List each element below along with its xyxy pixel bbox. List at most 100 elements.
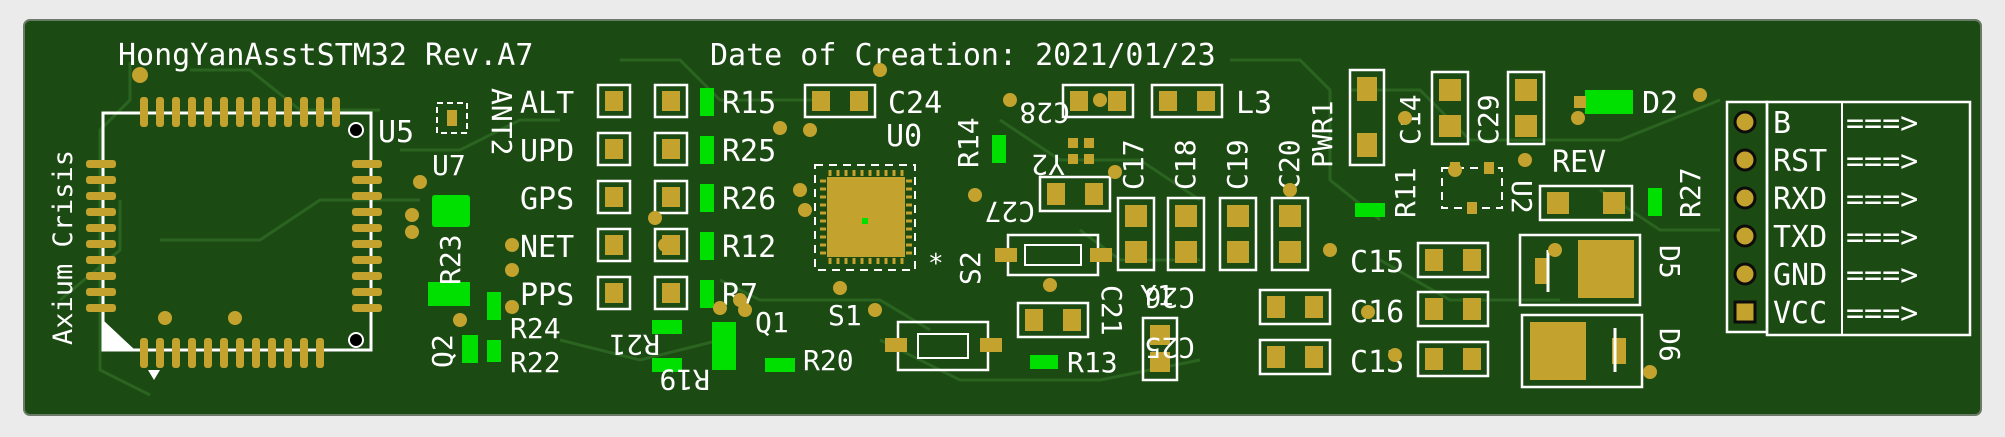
label-r15: R15	[722, 86, 776, 121]
pwr1-part	[1348, 68, 1386, 167]
label-l3: L3	[1236, 86, 1272, 121]
vias	[132, 63, 1707, 379]
label-u7: U7	[432, 149, 466, 182]
label-r24: R24	[510, 312, 561, 345]
pin-label-rst: RST	[1773, 144, 1827, 179]
label-c20: C20	[1273, 139, 1306, 190]
led-label-gps: GPS	[520, 182, 574, 217]
c29-part	[1506, 70, 1546, 146]
pin-arrow-vcc: ===>	[1846, 296, 1918, 331]
cap-column	[1116, 196, 1310, 272]
label-y2: Y2	[1031, 148, 1065, 181]
pin-arrow-txd: ===>	[1846, 220, 1918, 255]
pin-arrow-rst: ===>	[1846, 144, 1918, 179]
d2-part	[1585, 90, 1633, 114]
pin-label-vcc: VCC	[1773, 296, 1827, 331]
label-c26: C26	[1144, 281, 1195, 314]
pin-arrow-b: ===>	[1846, 106, 1918, 141]
led-label-upd: UPD	[520, 134, 574, 169]
c15-part	[1416, 241, 1490, 279]
label-c29: C29	[1472, 94, 1505, 145]
label-y1: Y1	[1140, 279, 1174, 312]
label-c19: C19	[1221, 139, 1254, 190]
pcb-board	[23, 19, 1982, 416]
label-r13: R13	[1067, 346, 1118, 379]
label-s1: S1	[828, 299, 862, 332]
label-c18: C18	[1169, 139, 1202, 190]
label-r19: R19	[659, 363, 710, 396]
d2-pad	[1574, 96, 1586, 108]
smd-green-left	[428, 195, 795, 372]
label-r12: R12	[722, 230, 776, 265]
pin-header	[1725, 100, 1972, 337]
label-u2: U2	[1505, 180, 1538, 214]
label-ant2: ANT2	[485, 88, 518, 155]
label-c15: C15	[1350, 245, 1404, 280]
c26-part	[1258, 288, 1332, 326]
r13-part	[1030, 355, 1058, 369]
rev-led-part	[1538, 184, 1634, 222]
label-rev: REV	[1552, 145, 1606, 180]
led-label-net: NET	[520, 230, 574, 265]
s2-part	[995, 233, 1112, 277]
board-date: Date of Creation: 2021/01/23	[710, 38, 1216, 73]
label-r22: R22	[510, 346, 561, 379]
label-c28: C28	[1019, 96, 1070, 129]
board-title: HongYanAsstSTM32 Rev.A7	[118, 38, 533, 73]
c24-part	[803, 83, 877, 119]
u7-outline	[436, 102, 468, 134]
pin-label-gnd: GND	[1773, 258, 1827, 293]
r14-part	[992, 135, 1006, 163]
label-c17: C17	[1117, 139, 1150, 190]
c14-part	[1430, 70, 1470, 146]
c27-part	[1038, 175, 1112, 213]
s2-marker: *	[928, 249, 944, 279]
label-d6: D6	[1653, 328, 1686, 362]
label-c24: C24	[888, 86, 942, 121]
label-q2: Q2	[426, 334, 459, 368]
pin-arrow-rxd: ===>	[1846, 182, 1918, 217]
label-u0: U0	[886, 119, 922, 154]
d5-part	[1518, 233, 1642, 307]
s1-part	[885, 320, 1002, 372]
y2-part	[1068, 138, 1094, 164]
label-q1: Q1	[755, 306, 789, 339]
label-r20: R20	[803, 344, 854, 377]
label-d2: D2	[1642, 86, 1678, 121]
pin-arrow-gnd: ===>	[1846, 258, 1918, 293]
label-r11: R11	[1389, 167, 1422, 218]
led-column	[596, 83, 714, 311]
pin-label-txd: TXD	[1773, 220, 1827, 255]
label-r26: R26	[722, 182, 776, 217]
r11-part	[1355, 203, 1385, 217]
label-r21: R21	[609, 328, 660, 361]
label-s2: S2	[954, 251, 987, 285]
y1-part	[1141, 316, 1179, 382]
board-vertical-label: Axium Crisis	[48, 150, 79, 345]
label-r27: R27	[1674, 167, 1707, 218]
label-c27: C27	[984, 195, 1035, 228]
c21-part	[1016, 301, 1090, 339]
label-pwr1: PWR1	[1306, 101, 1339, 168]
r27-part	[1648, 188, 1662, 216]
label-r25: R25	[722, 134, 776, 169]
pin-label-b: B	[1773, 106, 1791, 141]
c25-part	[1258, 338, 1332, 376]
label-c25: C25	[1144, 331, 1195, 364]
traces	[59, 58, 1721, 397]
u5-module	[86, 97, 382, 380]
pin-label-rxd: RXD	[1773, 182, 1827, 217]
l3-part	[1150, 83, 1224, 119]
led-label-alt: ALT	[520, 86, 574, 121]
u7-pad	[447, 110, 457, 126]
c16-part	[1416, 290, 1490, 328]
label-u5: U5	[378, 115, 414, 150]
c13-part	[1416, 340, 1490, 378]
led-label-pps: PPS	[520, 278, 574, 313]
label-c21: C21	[1095, 285, 1128, 336]
mcu-u0	[814, 164, 916, 271]
label-r14: R14	[952, 117, 985, 168]
label-d5: D5	[1653, 245, 1686, 279]
label-r23: R23	[434, 234, 467, 285]
